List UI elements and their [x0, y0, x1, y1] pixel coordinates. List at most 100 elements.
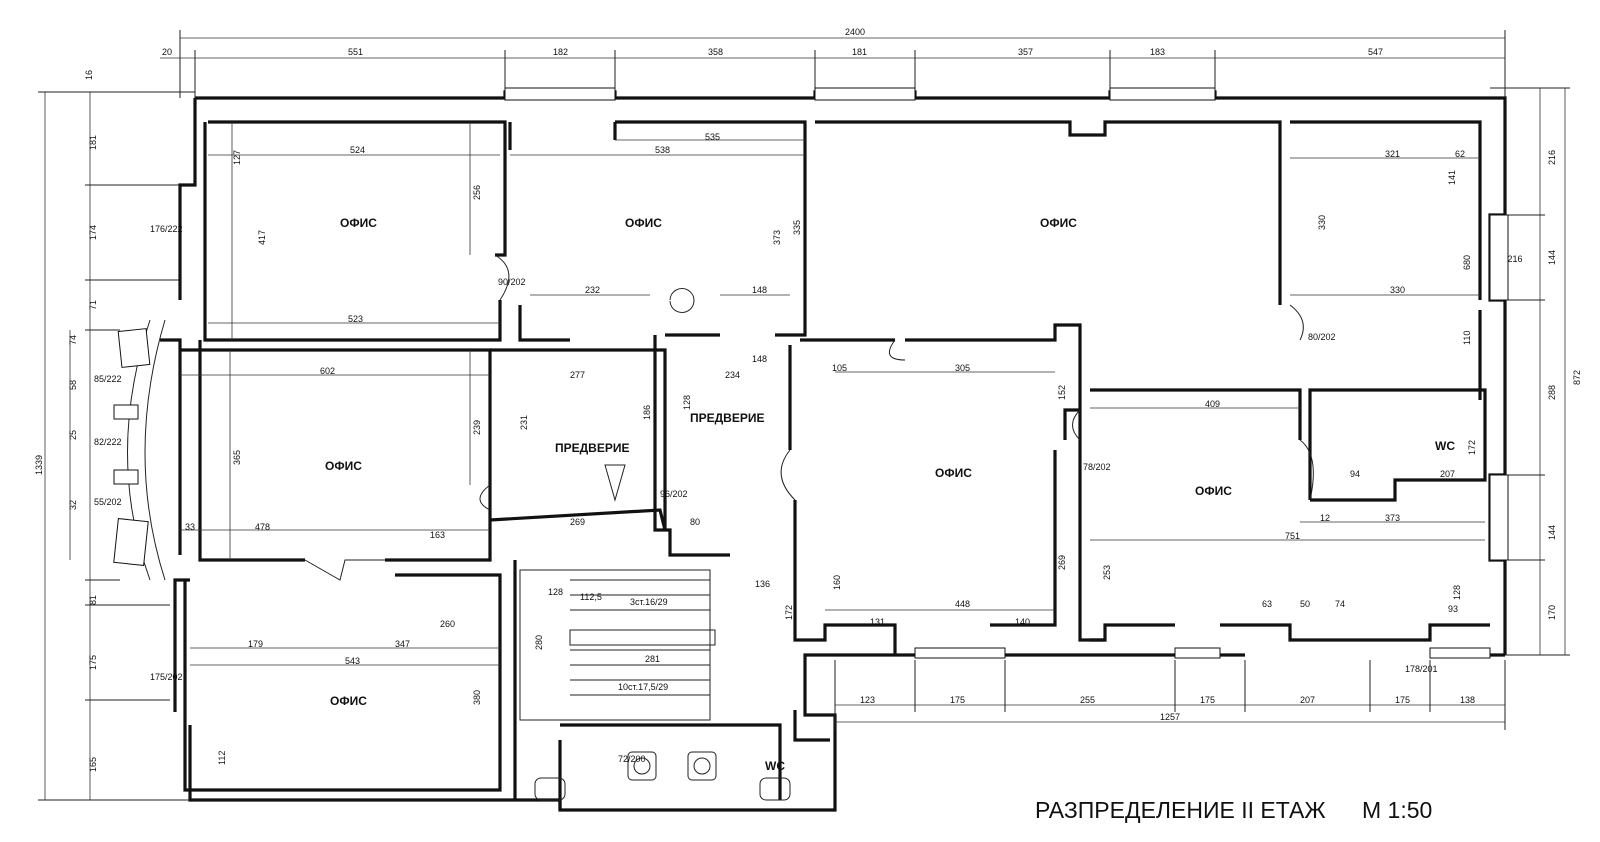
room-labels: ОФИС ОФИС ОФИС ОФИС ОФИС ОФИС ОФИС ПРЕДВ… [325, 216, 1455, 773]
drawing-title: РАЗПРЕДЕЛЕНИЕ II ЕТАЖ [1035, 797, 1326, 823]
drawing-scale: М 1:50 [1361, 797, 1433, 823]
dim-bottom-138: 138 [1460, 695, 1475, 705]
dim-o4-141: 141 [1447, 170, 1457, 185]
dim-stair-280: 280 [534, 635, 544, 650]
dim-window-82-222: 82/222 [94, 437, 122, 447]
interior-walls [180, 305, 1490, 810]
dim-c-448: 448 [955, 599, 970, 609]
dim-top-358: 358 [708, 47, 723, 57]
bay-window [113, 319, 166, 581]
dim-e-751: 751 [1285, 531, 1300, 541]
dim-p-269: 269 [570, 517, 585, 527]
toilet-icon [627, 751, 657, 781]
dim-o1-524: 524 [350, 145, 365, 155]
dim-left-74: 74 [68, 335, 78, 345]
dim-e-373: 373 [1385, 513, 1400, 523]
dim-bottom-175c: 175 [1395, 695, 1410, 705]
sanitary-fixtures [534, 288, 791, 801]
dim-right-144b: 144 [1547, 525, 1557, 540]
dim-right-872: 872 [1572, 370, 1582, 385]
dim-door-80-202: 80/202 [1308, 332, 1336, 342]
dim-w-478: 478 [255, 522, 270, 532]
dim-left-1339: 1339 [34, 455, 44, 475]
dim-e-12: 12 [1320, 513, 1330, 523]
dim-wc-207: 207 [1440, 469, 1455, 479]
drawing-title-block: РАЗПРЕДЕЛЕНИЕ II ЕТАЖ М 1:50 [1035, 797, 1462, 824]
left-dimension-chain: 16 181 174 71 74 58 25 32 81 175 165 133… [34, 70, 195, 801]
top-windows [504, 87, 1509, 659]
dim-top-357: 357 [1018, 47, 1033, 57]
dim-left-175: 175 [88, 655, 98, 670]
dim-o4-680: 680 [1462, 255, 1472, 270]
room-label-office-n3: ОФИС [1040, 216, 1077, 230]
dim-o1-523: 523 [348, 314, 363, 324]
dim-e-50: 50 [1300, 599, 1310, 609]
dim-c-305: 305 [955, 363, 970, 373]
dim-top-182: 182 [553, 47, 568, 57]
dim-door-90-202: 90/202 [498, 277, 526, 287]
dim-p-80: 80 [690, 517, 700, 527]
dim-s-380: 380 [472, 690, 482, 705]
dim-s-543: 543 [345, 656, 360, 666]
room-label-office-w: ОФИС [325, 459, 362, 473]
dim-c-152: 152 [1057, 385, 1067, 400]
dim-stair-172: 172 [784, 605, 794, 620]
dim-bottom-207: 207 [1300, 695, 1315, 705]
dim-left-16: 16 [84, 70, 94, 80]
dim-c-131: 131 [870, 617, 885, 627]
dim-bottom-123: 123 [860, 695, 875, 705]
room-label-office-c: ОФИС [935, 466, 972, 480]
dim-e-128: 128 [1452, 585, 1462, 600]
stair-note-lower: 10ст.17,5/29 [618, 682, 668, 692]
window-pane [117, 328, 151, 368]
dim-s-347: 347 [395, 639, 410, 649]
dim-o1-127: 127 [232, 150, 242, 165]
dim-p-186: 186 [642, 405, 652, 420]
dim-o2-148: 148 [752, 285, 767, 295]
room-label-lobby-2: ПРЕДВЕРИЕ [690, 411, 764, 425]
dim-left-58: 58 [68, 380, 78, 390]
dim-stair-112-5: 112,5 [580, 592, 602, 602]
dim-wc-172: 172 [1467, 440, 1477, 455]
dim-right-288: 288 [1547, 385, 1557, 400]
dim-door-78-202: 78/202 [1083, 462, 1111, 472]
dim-o1-256: 256 [472, 185, 482, 200]
room-label-office-n2: ОФИС [625, 216, 662, 230]
dim-w-365: 365 [232, 450, 242, 465]
dim-top-547: 547 [1368, 47, 1383, 57]
dim-o2-535: 535 [705, 132, 720, 142]
dim-bottom-175b: 175 [1200, 695, 1215, 705]
dim-p-234: 234 [725, 370, 740, 380]
dim-c-105: 105 [832, 363, 847, 373]
room-label-lobby-1: ПРЕДВЕРИЕ [555, 441, 629, 455]
room-label-wc-east: WC [1435, 439, 1455, 453]
dim-top-181: 181 [852, 47, 867, 57]
dim-right-144: 144 [1547, 250, 1557, 265]
room-label-wc-south: WC [765, 759, 785, 773]
interior-dimensions: 524 523 127 417 256 538 535 373 335 232 … [180, 122, 1485, 765]
dim-window-85-222: 85/222 [94, 374, 122, 384]
dim-w-33: 33 [185, 522, 195, 532]
toilet-icon [687, 751, 717, 781]
dim-s-112: 112 [217, 751, 227, 765]
dim-left-32: 32 [68, 500, 78, 510]
dim-o1-417: 417 [257, 230, 267, 245]
dim-door-96-202: 96/202 [660, 489, 688, 499]
dim-total-top: 2400 [845, 27, 865, 37]
dim-door-175-202: 175/202 [150, 672, 183, 682]
dim-w-163: 163 [430, 530, 445, 540]
dim-e-409: 409 [1205, 399, 1220, 409]
dim-left-81: 81 [88, 595, 98, 605]
arrow-symbol-icon [604, 464, 626, 502]
dim-o4-330: 330 [1317, 215, 1327, 230]
dim-s-260: 260 [440, 619, 455, 629]
room-label-office-e: ОФИС [1195, 484, 1232, 498]
dim-e-93: 93 [1448, 604, 1458, 614]
dim-o4-110: 110 [1462, 331, 1472, 345]
dim-w-602: 602 [320, 366, 335, 376]
dim-window-178-201: 178/201 [1405, 664, 1438, 674]
dim-wc-94: 94 [1350, 469, 1360, 479]
dim-top-551: 551 [348, 47, 363, 57]
dim-e-74: 74 [1335, 599, 1345, 609]
dim-left-174: 174 [88, 225, 98, 240]
